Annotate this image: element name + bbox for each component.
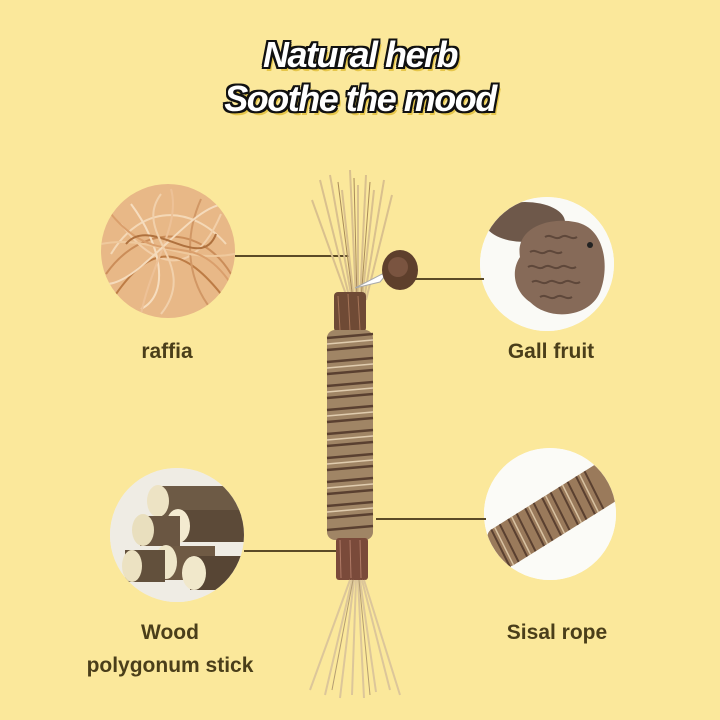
gall-fruit-image	[480, 197, 614, 331]
wood-connector-line	[244, 550, 336, 552]
catnip-stick-product	[300, 169, 430, 700]
gall-fruit-label: Gall fruit	[507, 340, 595, 363]
sisal-rope-label: Sisal rope	[506, 621, 608, 644]
raffia-label: raffia	[141, 340, 193, 363]
title-line-2: Soothe the mood	[224, 78, 497, 119]
raffia-image	[101, 184, 235, 318]
wood-label-line-1: Wood	[141, 621, 199, 644]
wood-label-line-2: polygonum stick	[86, 654, 254, 677]
sisal-rope-image	[484, 448, 616, 580]
raffia-connector-line	[235, 255, 350, 257]
title-line-1: Natural herb	[262, 34, 459, 75]
sisal-connector-line	[376, 518, 486, 520]
gall-fruit-connector-line	[412, 278, 484, 280]
wood-sticks-image	[110, 468, 244, 602]
